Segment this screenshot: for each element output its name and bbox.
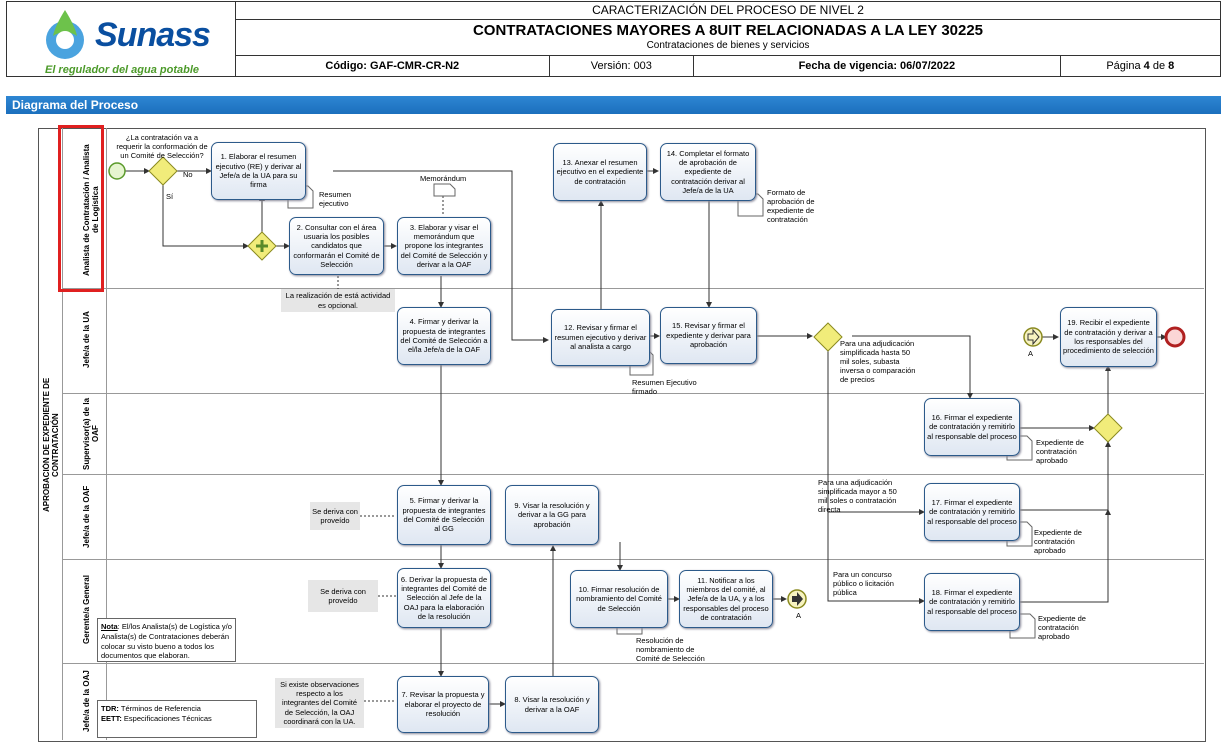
nota-box: Nota: El/los Analista(s) de Logística y/… [97, 618, 236, 662]
task-2: 2. Consultar con el área usuaria los pos… [289, 217, 384, 275]
lane-divider-1 [62, 128, 1204, 289]
note-proveido-5: Se deriva con proveído [310, 502, 360, 530]
task-6: 6. Derivar la propuesta de integrantes d… [397, 568, 491, 628]
process-subtitle: Contrataciones de bienes y servicios [646, 39, 810, 51]
doc-label-expediente-16: Expediente de contratación aprobado [1036, 438, 1084, 465]
task-19: 19. Recibir el expediente de contratació… [1060, 307, 1157, 367]
task-16: 16. Firmar el expediente de contratación… [924, 398, 1020, 456]
page-current: 4 [1143, 59, 1150, 72]
highlight-box [58, 125, 104, 292]
decision-gateway-2-icon [813, 322, 843, 352]
document-code: Código: GAF-CMR-CR-N2 [235, 54, 550, 78]
task-14: 14. Completar el formato de aprobación d… [660, 143, 756, 201]
decision-question: ¿La contratación va a requerir la confor… [116, 133, 208, 160]
task-10: 10. Firmar resolución de nombramiento de… [570, 570, 668, 628]
flow-label-si: Sí [166, 192, 174, 201]
eett-abbr: EETT: [101, 713, 122, 723]
doc-label-formato: Formato de aprobación de expediente de c… [767, 188, 815, 224]
lane-divider-4 [62, 475, 1204, 560]
doc-label-expediente-18: Expediente de contratación aprobado [1038, 614, 1086, 641]
lane-divider-5 [62, 560, 1204, 664]
page-label: Página [1106, 59, 1144, 72]
condition-1: Para una adjudicación simplificada hasta… [840, 339, 916, 384]
task-5: 5. Firmar y derivar la propuesta de inte… [397, 485, 491, 545]
doc-label-expediente-17: Expediente de contratación aprobado [1034, 528, 1082, 555]
task-12: 12. Revisar y firmar el resumen ejecutiv… [551, 309, 650, 366]
glossary-eett: EETT: Especificaciones Técnicas [101, 714, 253, 724]
tdr-abbr: TDR: [101, 704, 119, 713]
nota-text: : El/los Analista(s) de Logística y/o An… [101, 622, 232, 661]
task-8: 8. Visar la resolución y derivar a la OA… [505, 676, 599, 733]
note-proveido-6: Se deriva con proveído [308, 580, 378, 612]
note-observaciones: Si existe observaciones respecto a los i… [275, 678, 364, 728]
lane-header-column [62, 128, 107, 740]
flow-label-no: No [183, 170, 193, 179]
parallel-plus-icon [256, 240, 268, 252]
lane-divider-3 [62, 394, 1204, 475]
tdr-text: Términos de Referencia [118, 704, 201, 713]
logo-cell: Sunass El regulador del agua potable [6, 1, 236, 77]
doc-label-resolucion: Resolución de nombramiento de Comité de … [636, 636, 705, 663]
eett-text: Especificaciones Técnicas [121, 713, 212, 723]
link-event-catch-icon [1023, 327, 1043, 347]
glossary-tdr: TDR: Términos de Referencia [101, 704, 253, 714]
validity-date: Fecha de vigencia: 06/07/2022 [693, 54, 1061, 78]
document-header: Sunass El regulador del agua potable CAR… [6, 1, 1222, 78]
lane-divider-2 [62, 289, 1204, 394]
process-title: CONTRATACIONES MAYORES A 8UIT RELACIONAD… [235, 18, 1221, 56]
task-7: 7. Revisar la propuesta y elaborar el pr… [397, 676, 489, 733]
glossary-box: TDR: Términos de Referencia EETT: Especi… [97, 700, 257, 738]
task-3: 3. Elaborar y visar el memorándum que pr… [397, 217, 491, 275]
link-label-a-catch: A [1028, 349, 1034, 358]
page-number: Página 4 de 8 [1059, 54, 1222, 78]
doc-label-resumen: Resumen ejecutivo [319, 190, 352, 208]
doc-label-memorandum: Memorándum [420, 174, 467, 183]
task-1: 1. Elaborar el resumen ejecutivo (RE) y … [211, 142, 306, 200]
process-title-main: CONTRATACIONES MAYORES A 8UIT RELACIONAD… [472, 22, 984, 40]
link-label-a-throw: A [796, 611, 802, 620]
slogan: El regulador del agua potable [44, 64, 200, 76]
task-11: 11. Notificar a los miembros del comité,… [679, 570, 773, 628]
condition-2: Para una adjudicación simplificada mayor… [818, 478, 897, 514]
start-event-icon [108, 162, 126, 180]
water-drop-logo-icon [46, 10, 84, 59]
document-version: Versión: 003 [548, 54, 695, 78]
page-of: de [1149, 59, 1169, 72]
pool-header [38, 128, 63, 740]
task-9: 9. Visar la resolución y derivar a la GG… [505, 485, 599, 545]
condition-3: Para un concurso público o licitación pú… [833, 570, 894, 597]
decision-gateway-icon [148, 156, 178, 186]
task-18: 18. Firmar el expediente de contratación… [924, 573, 1020, 631]
merge-gateway-icon [1093, 413, 1123, 443]
doc-label-resumen-firmado: Resumen Ejecutivo firmado [632, 378, 697, 396]
page-total: 8 [1168, 59, 1175, 72]
memo-document-icon [433, 183, 456, 197]
task-4: 4. Firmar y derivar la propuesta de inte… [397, 307, 491, 365]
note-optional: La realización de está actividad es opci… [281, 289, 395, 312]
nota-title: Nota [101, 622, 118, 631]
pool-frame [38, 128, 1206, 742]
section-title: Diagrama del Proceso [6, 96, 1221, 114]
task-15: 15. Revisar y firmar el expediente y der… [660, 307, 757, 364]
logo-text: Sunass [95, 16, 211, 54]
task-17: 17. Firmar el expediente de contratación… [924, 483, 1020, 541]
end-event-icon [1164, 326, 1186, 348]
task-13: 13. Anexar el resumen ejecutivo en el ex… [553, 143, 647, 201]
process-level-title: CARACTERIZACIÓN DEL PROCESO DE NIVEL 2 [235, 1, 1221, 20]
